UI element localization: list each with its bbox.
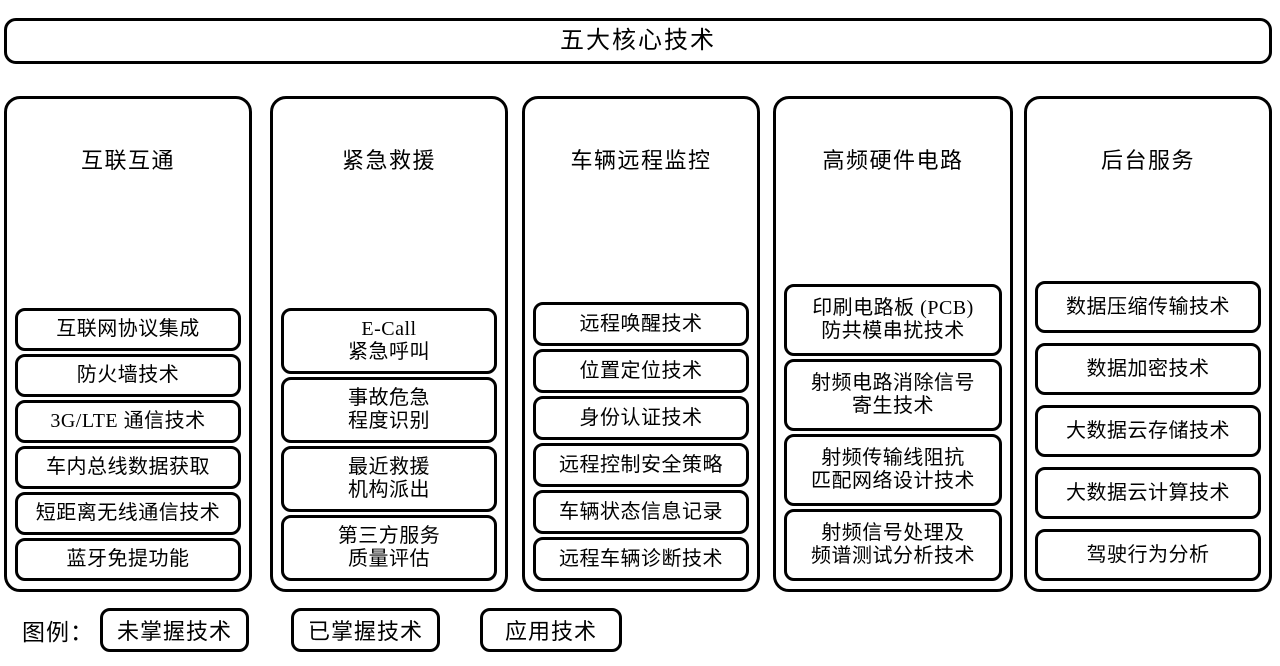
tech-item[interactable]: 防火墙技术 — [15, 354, 241, 397]
column-items-high-frequency-hardware-circuit: 印刷电路板 (PCB)防共模串扰技术 射频电路消除信号寄生技术 射频传输线阻抗匹… — [784, 284, 1002, 581]
tech-item[interactable]: 驾驶行为分析 — [1035, 529, 1261, 581]
column-items-interconnection: 互联网协议集成 防火墙技术 3G/LTE 通信技术 车内总线数据获取 短距离无线… — [15, 308, 241, 581]
tech-item[interactable]: 身份认证技术 — [533, 396, 749, 440]
tech-item[interactable]: 3G/LTE 通信技术 — [15, 400, 241, 443]
tech-item[interactable]: 短距离无线通信技术 — [15, 492, 241, 535]
tech-item[interactable]: 互联网协议集成 — [15, 308, 241, 351]
tech-item[interactable]: 位置定位技术 — [533, 349, 749, 393]
tech-item[interactable]: 远程车辆诊断技术 — [533, 537, 749, 581]
column-vehicle-remote-monitoring: 车辆远程监控 远程唤醒技术 位置定位技术 身份认证技术 远程控制安全策略 车辆状… — [522, 96, 760, 592]
legend-item-applied[interactable]: 应用技术 — [480, 608, 623, 652]
page-title: 五大核心技术 — [560, 28, 716, 54]
column-items-backend-service: 数据压缩传输技术 数据加密技术 大数据云存储技术 大数据云计算技术 驾驶行为分析 — [1035, 281, 1261, 581]
tech-item[interactable]: 远程唤醒技术 — [533, 302, 749, 346]
column-header-backend-service: 后台服务 — [1100, 148, 1195, 173]
column-header-high-frequency-hardware-circuit: 高频硬件电路 — [822, 148, 964, 173]
diagram-title-banner: 五大核心技术 — [4, 18, 1272, 64]
tech-item[interactable]: 射频信号处理及频谱测试分析技术 — [784, 509, 1002, 581]
tech-item[interactable]: 印刷电路板 (PCB)防共模串扰技术 — [784, 284, 1002, 356]
column-high-frequency-hardware-circuit: 高频硬件电路 印刷电路板 (PCB)防共模串扰技术 射频电路消除信号寄生技术 射… — [773, 96, 1013, 592]
tech-item[interactable]: 射频传输线阻抗匹配网络设计技术 — [784, 434, 1002, 506]
tech-item[interactable]: 大数据云计算技术 — [1035, 467, 1261, 519]
columns-container: 互联互通 互联网协议集成 防火墙技术 3G/LTE 通信技术 车内总线数据获取 … — [0, 96, 1280, 592]
tech-item[interactable]: 远程控制安全策略 — [533, 443, 749, 487]
tech-item[interactable]: 蓝牙免提功能 — [15, 538, 241, 581]
legend-item-mastered[interactable]: 已掌握技术 — [291, 608, 441, 652]
legend-item-not-mastered[interactable]: 未掌握技术 — [100, 608, 250, 652]
tech-item[interactable]: 第三方服务质量评估 — [281, 515, 497, 581]
column-items-vehicle-remote-monitoring: 远程唤醒技术 位置定位技术 身份认证技术 远程控制安全策略 车辆状态信息记录 远… — [533, 302, 749, 581]
tech-item[interactable]: 车辆状态信息记录 — [533, 490, 749, 534]
column-header-emergency-rescue: 紧急救援 — [341, 148, 436, 173]
column-header-vehicle-remote-monitoring: 车辆远程监控 — [570, 148, 712, 173]
column-backend-service: 后台服务 数据压缩传输技术 数据加密技术 大数据云存储技术 大数据云计算技术 驾… — [1024, 96, 1272, 592]
tech-item[interactable]: 事故危急程度识别 — [281, 377, 497, 443]
column-interconnection: 互联互通 互联网协议集成 防火墙技术 3G/LTE 通信技术 车内总线数据获取 … — [4, 96, 252, 592]
tech-item[interactable]: 最近救援机构派出 — [281, 446, 497, 512]
legend: 图例： 未掌握技术 已掌握技术 应用技术 — [0, 601, 1280, 659]
legend-label: 图例： — [22, 620, 94, 645]
tech-item[interactable]: 大数据云存储技术 — [1035, 405, 1261, 457]
tech-item[interactable]: 数据压缩传输技术 — [1035, 281, 1261, 333]
tech-item[interactable]: 数据加密技术 — [1035, 343, 1261, 395]
tech-item[interactable]: 射频电路消除信号寄生技术 — [784, 359, 1002, 431]
column-header-interconnection: 互联互通 — [80, 148, 175, 173]
tech-item[interactable]: 车内总线数据获取 — [15, 446, 241, 489]
